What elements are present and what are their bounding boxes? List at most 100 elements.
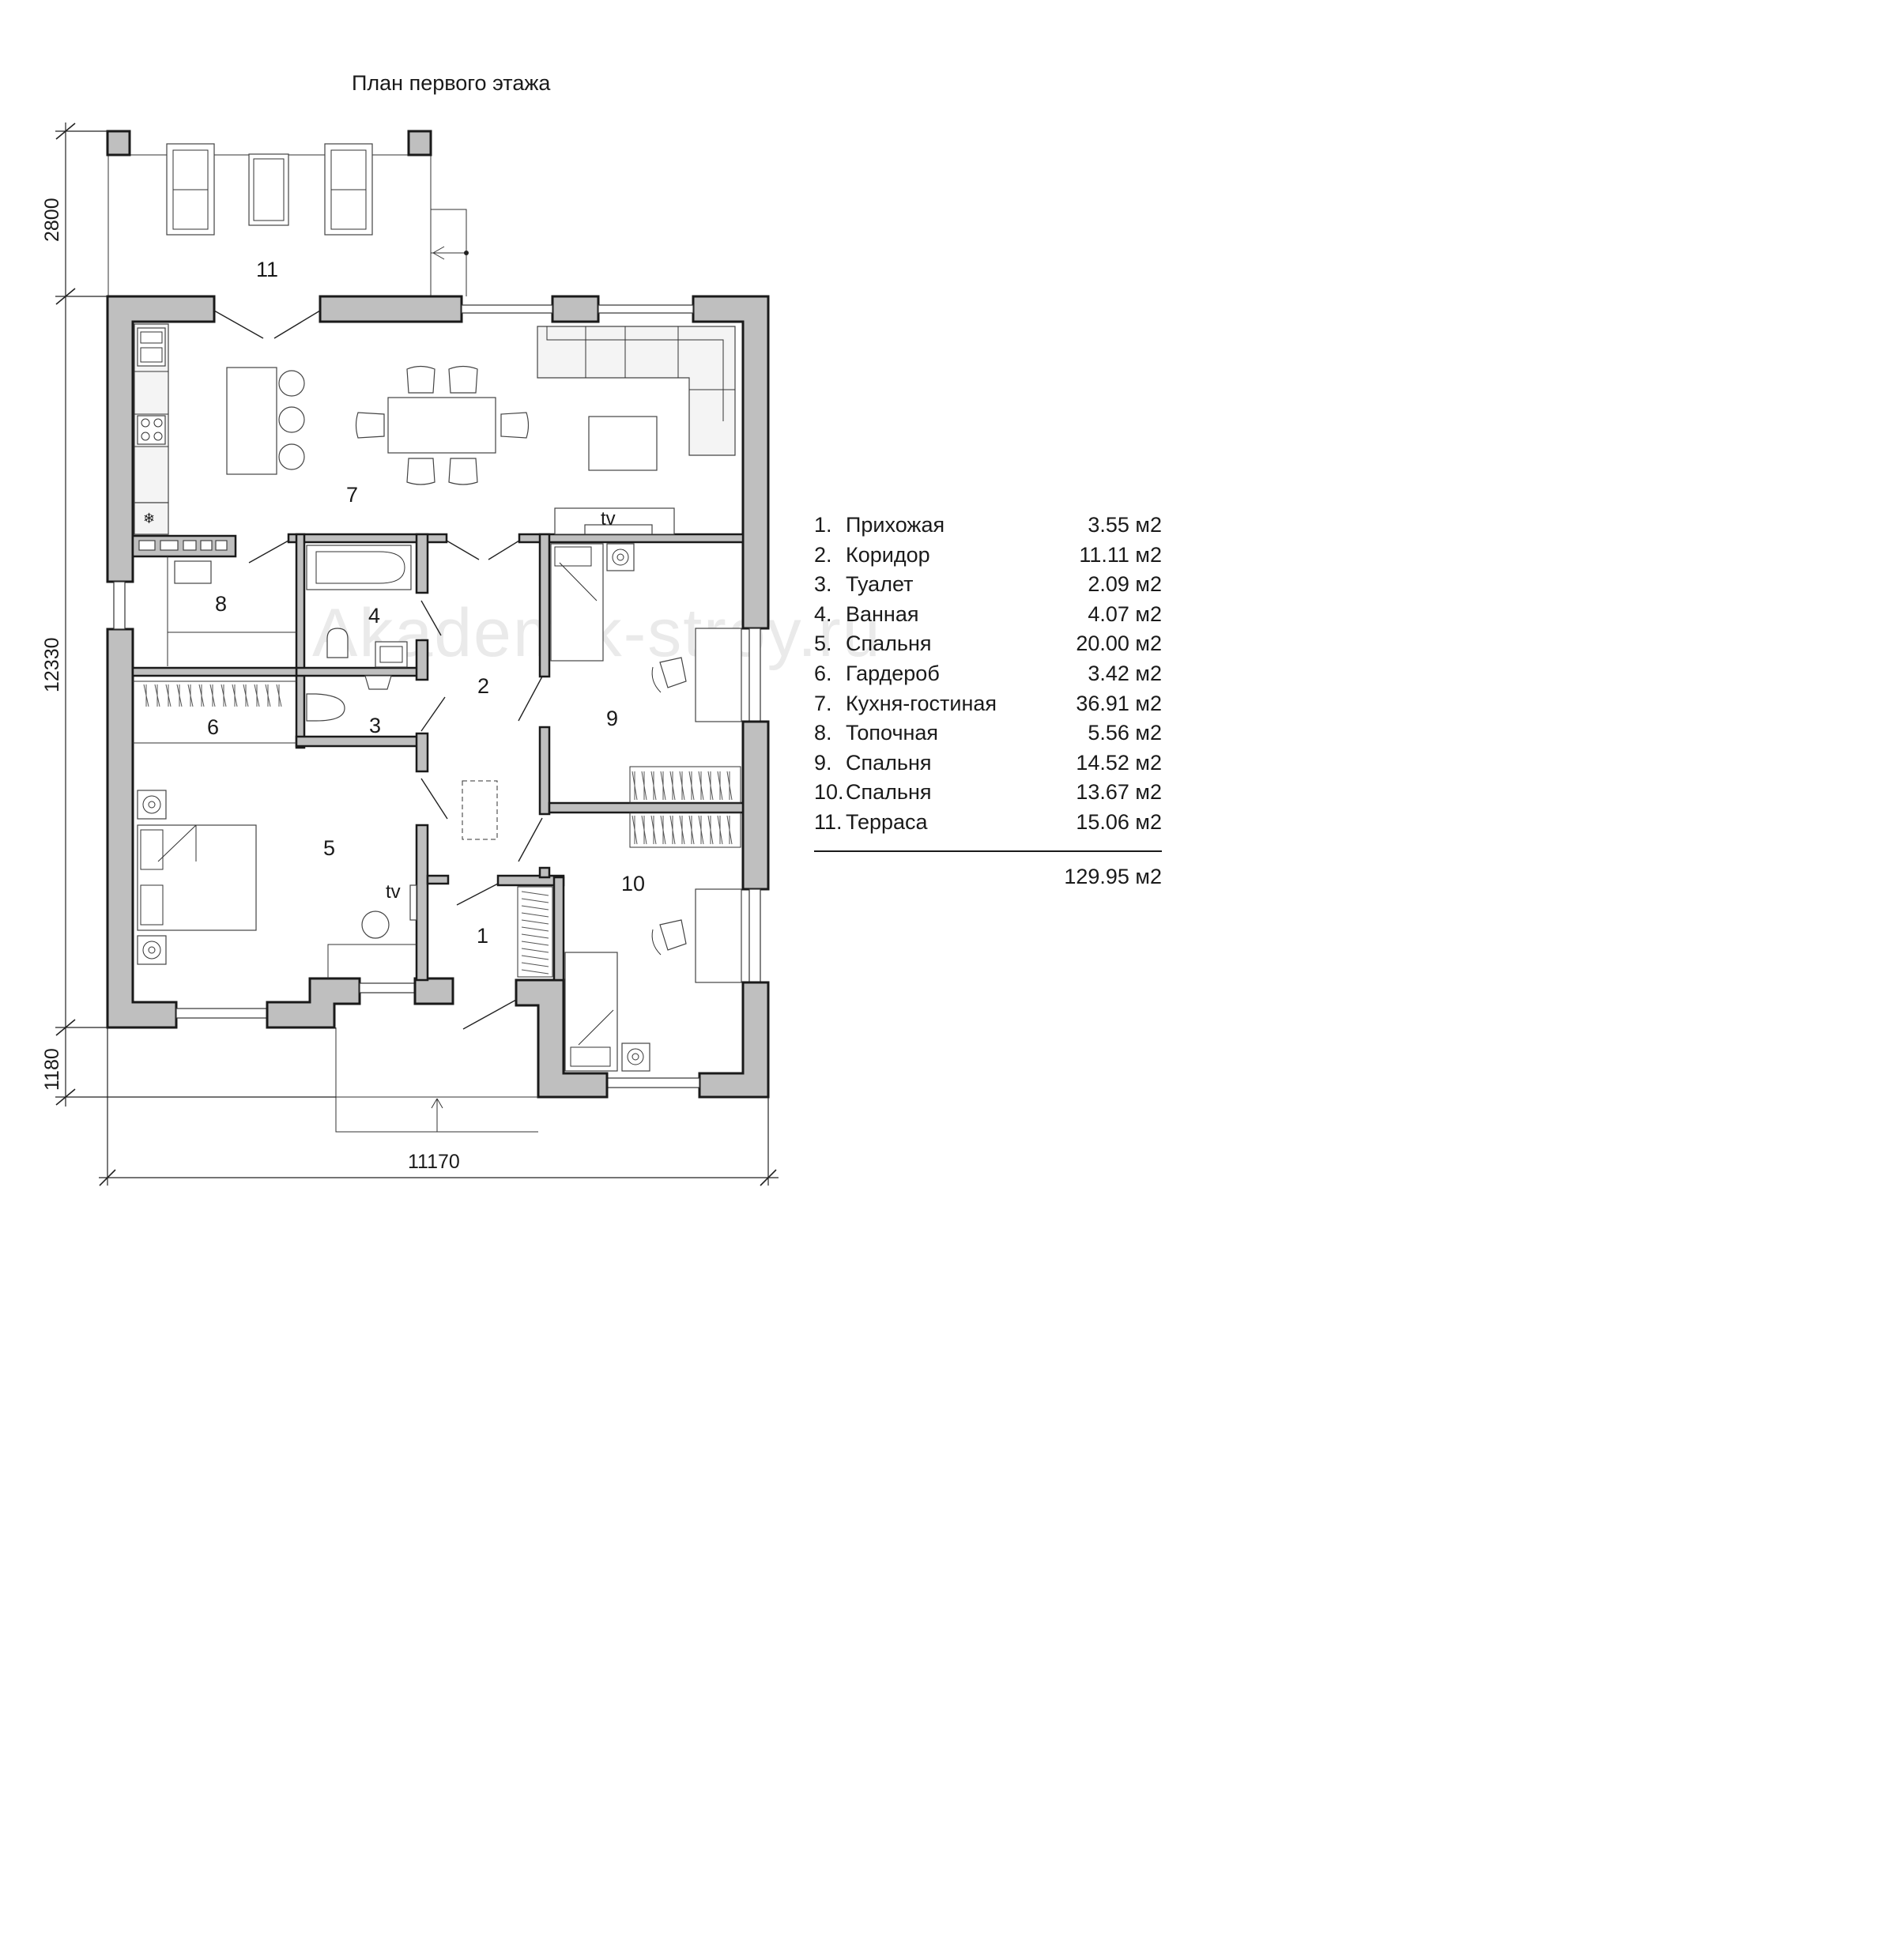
terrace bbox=[106, 130, 469, 296]
kitchen-island bbox=[226, 367, 277, 475]
washbasin-icon bbox=[375, 641, 408, 668]
legend-room-area: 14.52 м2 bbox=[1076, 750, 1162, 775]
legend-divider bbox=[814, 850, 1162, 852]
bed bbox=[550, 543, 604, 662]
legend-row: 3. Туалет 2.09 м2 bbox=[814, 570, 1166, 600]
bed bbox=[137, 824, 257, 931]
toilet-room-furniture bbox=[306, 675, 392, 722]
legend-room-area: 15.06 м2 bbox=[1076, 809, 1162, 834]
room-number-2: 2 bbox=[477, 674, 489, 698]
exterior-walls bbox=[106, 295, 770, 1099]
legend-row: 6. Гардероб 3.42 м2 bbox=[814, 659, 1166, 689]
porch bbox=[335, 1027, 538, 1133]
legend-total-area: 129.95 м2 bbox=[1064, 865, 1162, 888]
legend-room-area: 2.09 м2 bbox=[1088, 572, 1162, 597]
bed bbox=[564, 952, 618, 1072]
legend-row: 9. Спальня 14.52 м2 bbox=[814, 748, 1166, 779]
tv-label-living: tv bbox=[601, 508, 616, 530]
plan-title: План первого этажа bbox=[352, 71, 551, 95]
office-chair bbox=[659, 657, 687, 688]
legend-room-name: Гардероб bbox=[846, 661, 940, 685]
legend-number: 6. bbox=[814, 661, 832, 685]
legend-row: 5. Спальня 20.00 м2 bbox=[814, 629, 1166, 659]
legend-row: 1. Прихожая 3.55 м2 bbox=[814, 511, 1166, 541]
legend-room-name: Спальня bbox=[846, 750, 932, 775]
legend-room-area: 3.55 м2 bbox=[1088, 513, 1162, 537]
toilet-icon bbox=[326, 628, 349, 658]
legend-room-name: Коридор bbox=[846, 542, 930, 567]
entrance-closet bbox=[517, 886, 553, 978]
tv-label-bedroom: tv bbox=[386, 881, 401, 903]
office-chair bbox=[659, 919, 687, 951]
room-number-6: 6 bbox=[207, 715, 219, 739]
legend-room-area: 3.42 м2 bbox=[1088, 661, 1162, 685]
room-numbers: 1 2 3 4 5 6 7 8 9 10 11 bbox=[207, 258, 645, 948]
legend-number: 10. bbox=[814, 780, 844, 805]
legend-number: 11. bbox=[814, 809, 843, 834]
legend-room-area: 36.91 м2 bbox=[1076, 691, 1162, 715]
dimension-house-width: 11170 bbox=[408, 1151, 460, 1173]
legend-room-area: 4.07 м2 bbox=[1088, 601, 1162, 626]
coffee-table bbox=[588, 416, 658, 471]
legend-number: 5. bbox=[814, 632, 832, 656]
legend-number: 2. bbox=[814, 542, 832, 567]
bathroom-furniture bbox=[306, 545, 412, 668]
desk bbox=[695, 888, 742, 983]
legend-row: 10.Спальня 13.67 м2 bbox=[814, 778, 1166, 808]
interior-walls bbox=[131, 533, 745, 982]
legend-number: 9. bbox=[814, 750, 832, 775]
legend-room-name: Туалет bbox=[846, 572, 914, 597]
legend-room-name: Терраса bbox=[846, 809, 928, 834]
desk bbox=[695, 628, 742, 722]
legend-row: 7. Кухня-гостиная 36.91 м2 bbox=[814, 689, 1166, 719]
legend-row: 4. Ванная 4.07 м2 bbox=[814, 600, 1166, 630]
room-number-11: 11 bbox=[256, 258, 278, 281]
legend-room-name: Топочная bbox=[846, 721, 939, 745]
room-number-5: 5 bbox=[323, 836, 335, 860]
legend-room-name: Ванная bbox=[846, 601, 919, 626]
corridor-rug bbox=[462, 780, 498, 840]
room-number-9: 9 bbox=[606, 707, 618, 730]
kitchen-furniture: ❄ tv bbox=[134, 323, 736, 535]
legend-room-area: 20.00 м2 bbox=[1076, 632, 1162, 656]
legend-row: 2. Коридор 11.11 м2 bbox=[814, 541, 1166, 571]
legend-room-name: Кухня-гостиная bbox=[846, 691, 997, 715]
bedroom5-furniture: tv bbox=[137, 790, 417, 978]
bedroom10-furniture bbox=[564, 812, 742, 1072]
dimension-porch-depth: 1180 bbox=[41, 1048, 63, 1091]
snowflake-icon: ❄ bbox=[143, 511, 155, 526]
legend-room-area: 13.67 м2 bbox=[1076, 780, 1162, 805]
legend-row: 11.Терраса 15.06 м2 bbox=[814, 808, 1166, 838]
dimension-house-depth: 12330 bbox=[41, 637, 63, 692]
room-number-4: 4 bbox=[368, 604, 380, 628]
legend-number: 7. bbox=[814, 691, 832, 715]
room-legend: 1. Прихожая 3.55 м2 2. Коридор 11.11 м2 3. Туал… bbox=[814, 511, 1166, 888]
room-number-1: 1 bbox=[477, 924, 488, 948]
terrace-table bbox=[248, 153, 289, 226]
legend-room-name: Спальня bbox=[846, 632, 932, 656]
legend-number: 3. bbox=[814, 572, 832, 597]
corner-sofa bbox=[537, 326, 736, 456]
bedroom9-furniture bbox=[550, 543, 742, 804]
room-number-10: 10 bbox=[621, 872, 645, 895]
room-number-7: 7 bbox=[346, 483, 358, 507]
wardrobe-hangers bbox=[133, 681, 296, 744]
floor-plan: Akademik-stroy.ru bbox=[41, 123, 880, 1186]
legend-number: 4. bbox=[814, 601, 832, 626]
legend-number: 8. bbox=[814, 721, 832, 745]
sink-icon bbox=[137, 327, 166, 367]
legend-row: 8. Топочная 5.56 м2 bbox=[814, 718, 1166, 748]
legend-room-name: Прихожая bbox=[846, 513, 945, 537]
dimension-terrace-depth: 2800 bbox=[41, 198, 63, 242]
boiler-room-furniture bbox=[167, 556, 296, 666]
legend-room-area: 11.11 м2 bbox=[1079, 542, 1162, 567]
toilet-icon bbox=[306, 693, 345, 722]
room-number-3: 3 bbox=[369, 714, 381, 737]
room-number-8: 8 bbox=[215, 592, 227, 616]
legend-room-name: Спальня bbox=[846, 780, 932, 805]
legend-room-area: 5.56 м2 bbox=[1088, 721, 1162, 745]
legend-number: 1. bbox=[814, 513, 832, 537]
dimension-lines: 2800 12330 1180 11170 bbox=[41, 123, 779, 1186]
doors bbox=[213, 310, 543, 1030]
dining-table bbox=[387, 397, 496, 454]
